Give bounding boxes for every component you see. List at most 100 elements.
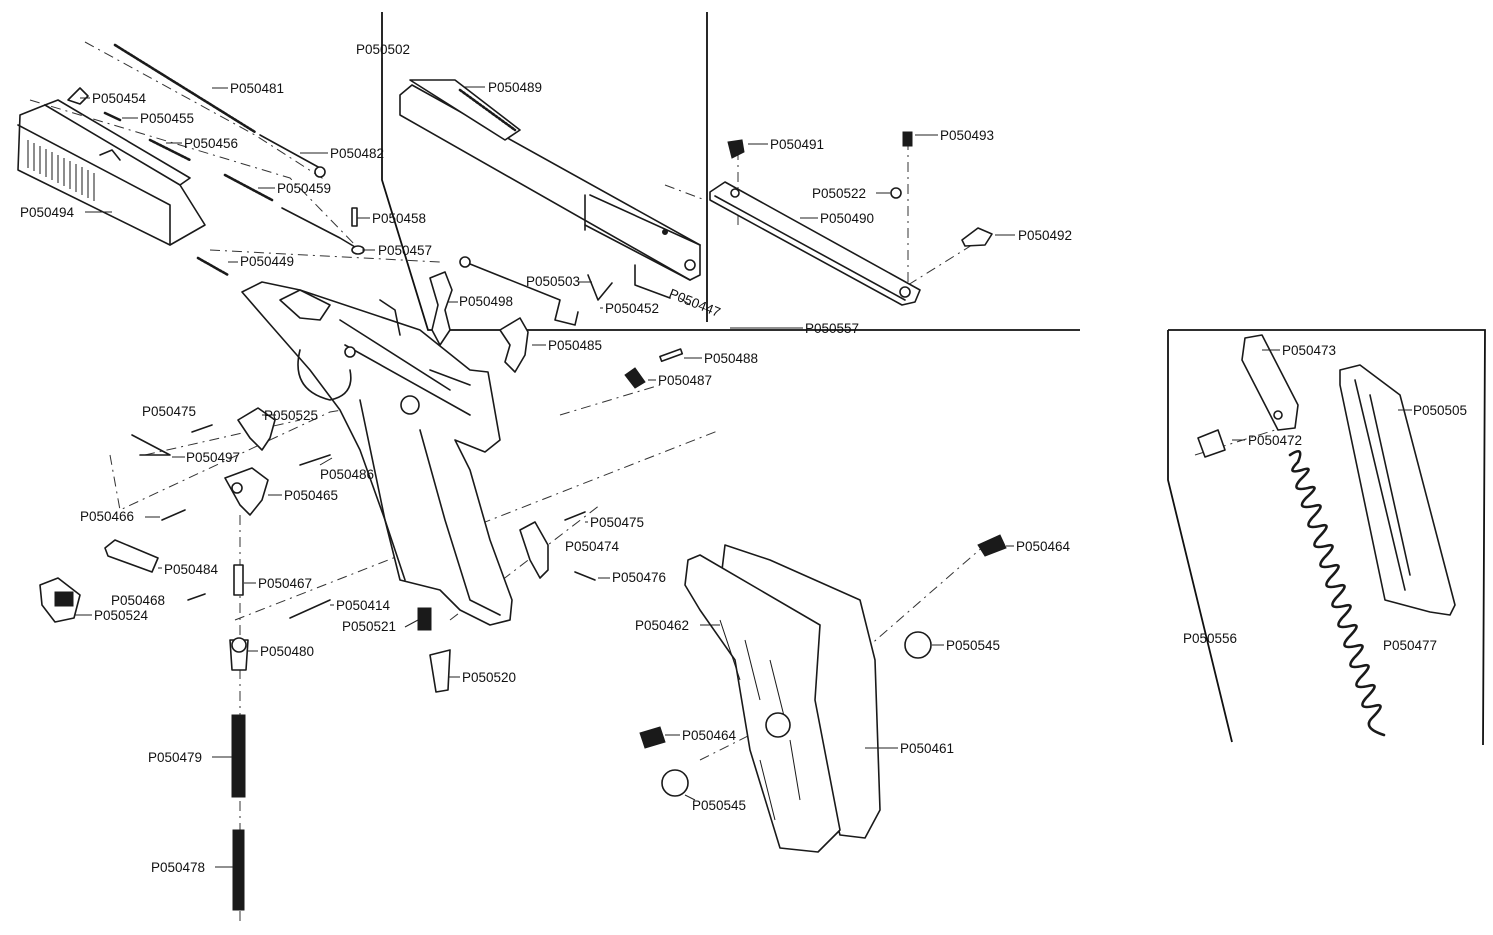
hammer-P050465 [224, 467, 269, 516]
extractor [67, 87, 89, 105]
label-P050525: P050525 [264, 408, 318, 423]
label-P050489: P050489 [488, 80, 542, 95]
label-P050497: P050497 [186, 450, 240, 465]
guide-rod-head [314, 166, 326, 178]
label-P050487: P050487 [658, 373, 712, 388]
sear-P050485 [499, 317, 529, 373]
pin-P050414 [289, 599, 331, 619]
label-P050468: P050468 [111, 593, 165, 608]
label-P050498: P050498 [459, 294, 513, 309]
label-P050505: P050505 [1413, 403, 1467, 418]
pin-P050468 [187, 593, 206, 601]
label-P050492: P050492 [1018, 228, 1072, 243]
barrel [399, 79, 701, 299]
label-P050414: P050414 [336, 598, 391, 613]
magazine-spring-P050556 [1288, 450, 1386, 737]
pistol-frame [241, 281, 513, 626]
label-P050521: P050521 [342, 619, 396, 634]
alignment-lines [29, 41, 1276, 925]
slide-assembly [17, 99, 206, 246]
screw-P050493 [902, 131, 913, 147]
label-P050503: P050503 [526, 274, 580, 289]
pin-P050486 [299, 454, 331, 466]
label-P050524: P050524 [94, 608, 149, 623]
grip-panels [684, 544, 881, 853]
extractor-spring [148, 138, 192, 162]
spring-P050479 [231, 714, 246, 798]
label-P050491: P050491 [770, 137, 824, 152]
firing-pin-spring [223, 173, 274, 202]
hammer-pivot [231, 482, 243, 494]
grip-screw-P050464-upper [977, 534, 1007, 557]
label-P050447: P050447 [667, 286, 723, 320]
label-P050449: P050449 [240, 254, 294, 269]
button-P050520 [429, 649, 451, 693]
spring-P050478 [232, 829, 245, 911]
pin-P050476 [574, 571, 596, 581]
label-P050479: P050479 [148, 750, 202, 765]
label-P050459: P050459 [277, 181, 331, 196]
slide-serrations [27, 140, 95, 201]
trigger-P050498 [429, 271, 453, 346]
grip-screw-P050464-lower [639, 726, 666, 749]
label-P050452: P050452 [605, 301, 659, 316]
pin-P050475-upper [191, 424, 213, 433]
label-P050456: P050456 [184, 136, 238, 151]
label-P050467: P050467 [258, 576, 312, 591]
label-P050545-lower: P050545 [692, 798, 746, 813]
plate-P050484 [104, 539, 159, 573]
label-P050473: P050473 [1282, 343, 1336, 358]
label-P050476: P050476 [612, 570, 666, 585]
safety-P050525 [237, 407, 276, 451]
part-P050524-block [54, 591, 74, 607]
part-P050474 [519, 521, 549, 579]
label-P050465: P050465 [284, 488, 338, 503]
magazine-button-P050472 [1197, 429, 1226, 458]
ball-P050522 [890, 187, 902, 199]
label-P050488: P050488 [704, 351, 758, 366]
magazine-tube-P050505 [1339, 364, 1456, 616]
follower-P050473 [1241, 334, 1299, 431]
follower-hole [1273, 410, 1283, 420]
screw-P050491 [727, 139, 745, 159]
label-P050494: P050494 [20, 205, 75, 220]
label-P050557: P050557 [805, 321, 859, 336]
takedown-spring-P050503 [464, 261, 579, 326]
spring-P050452 [587, 274, 613, 301]
label-P050522: P050522 [812, 186, 866, 201]
label-P050502: P050502 [356, 42, 410, 57]
pin-P050466 [161, 509, 186, 521]
guide-rod [259, 134, 321, 169]
spring-P050497 [131, 434, 171, 456]
recoil-spring [113, 43, 257, 134]
label-P050486: P050486 [320, 467, 374, 482]
front-sight-P050492 [961, 227, 993, 247]
label-P050454: P050454 [92, 91, 147, 106]
magazine-assembly [1197, 334, 1456, 737]
label-P050480: P050480 [260, 644, 314, 659]
leader-lines [74, 50, 1412, 868]
pin-P050488 [659, 348, 684, 363]
rear-sight-spring [196, 256, 230, 277]
sight-rib [709, 181, 921, 306]
label-P050457: P050457 [378, 243, 432, 258]
label-P050458: P050458 [372, 211, 426, 226]
label-P050520: P050520 [462, 670, 516, 685]
label-P050485: P050485 [548, 338, 602, 353]
plunger-P050480-top [231, 637, 247, 653]
label-P050490: P050490 [820, 211, 874, 226]
bushing-P050545-lower [661, 769, 689, 797]
bushing-P050545-upper [904, 631, 932, 659]
label-P050472: P050472 [1248, 433, 1302, 448]
takedown-knob [459, 256, 471, 268]
spring-P050487 [624, 367, 646, 389]
label-P050484: P050484 [164, 562, 219, 577]
firing-pin [281, 207, 361, 251]
label-P050464-upper: P050464 [1016, 539, 1071, 554]
spring-P050521 [417, 607, 432, 631]
label-P050482: P050482 [330, 146, 384, 161]
label-P050464-lower: P050464 [682, 728, 737, 743]
label-P050545-upper: P050545 [946, 638, 1000, 653]
label-P050493: P050493 [940, 128, 994, 143]
